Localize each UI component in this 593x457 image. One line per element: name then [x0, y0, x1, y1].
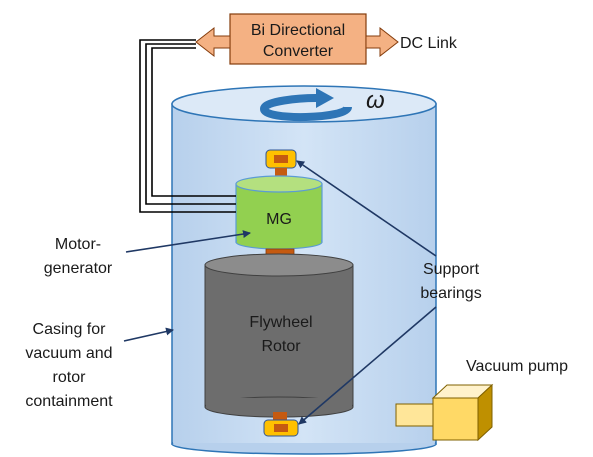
casing-label-line1: Casing for: [33, 321, 107, 338]
casing-label-line2: vacuum and: [25, 345, 112, 362]
flywheel-label-line2: Rotor: [261, 338, 301, 355]
omega-symbol: ω: [366, 87, 385, 114]
mg-label: MG: [266, 211, 292, 228]
motor-generator-label-line1: Motor-: [55, 236, 101, 253]
motor-generator-block: [235, 175, 323, 250]
support-bearings-label-line1: Support: [423, 261, 480, 278]
bottom-support-bearing: [263, 419, 299, 437]
flywheel-label-line1: Flywheel: [249, 314, 312, 331]
support-bearings-label-line2: bearings: [420, 285, 481, 302]
support-bearings-arrow-top: [296, 160, 437, 257]
bidirectional-arrow-icon: [195, 26, 399, 58]
support-bearings-arrow-bottom: [298, 306, 437, 425]
vacuum-pump-label: Vacuum pump: [466, 358, 568, 375]
converter-wires: [139, 39, 236, 213]
dc-link-label: DC Link: [400, 35, 458, 52]
converter-label-line1: Bi Directional: [251, 22, 345, 39]
casing-arrow: [123, 327, 174, 342]
motor-generator-arrow: [125, 230, 251, 253]
motor-generator-label-line2: generator: [44, 260, 113, 277]
casing-label-line3: rotor: [53, 369, 87, 386]
casing-label-line4: containment: [25, 393, 113, 410]
rotation-arrow-icon: [259, 88, 352, 122]
converter-label-line2: Converter: [263, 43, 334, 60]
top-support-bearing: [265, 149, 297, 169]
converter-box: [229, 13, 367, 65]
vacuum-pump: [395, 383, 494, 442]
flywheel-rotor-block: [204, 253, 354, 418]
